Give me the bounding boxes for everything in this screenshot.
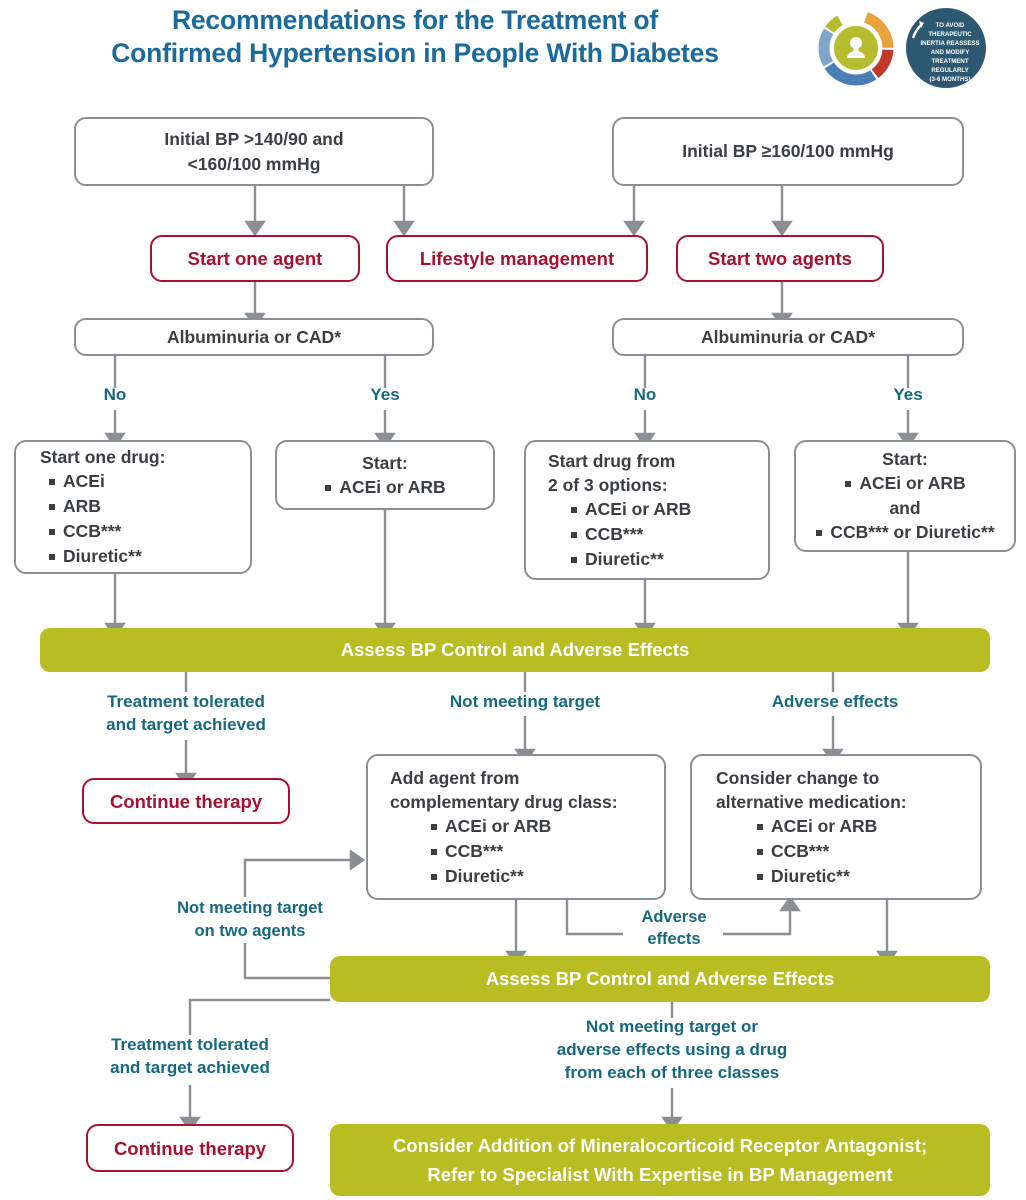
node-start-two-of-three[interactable]: Start drug from 2 of 3 options: ACEi or …	[524, 440, 770, 580]
node-albuminuria-right[interactable]: Albuminuria or CAD*	[612, 318, 964, 356]
start-two-of-three-list: ACEi or ARB CCB*** Diuretic**	[548, 497, 691, 572]
node-consider-change[interactable]: Consider change to alternative medicatio…	[690, 754, 982, 900]
consider-change-heading-1: Consider change to	[716, 767, 880, 788]
therapeutic-inertia-badge: TO AVOID THERAPEUTIC INERTIA REASSESS AN…	[818, 4, 1018, 92]
node-start-combo[interactable]: Start: ACEi or ARB and CCB*** or Diureti…	[794, 440, 1016, 552]
edge-label-no-right: No	[633, 385, 657, 404]
list-item: CCB***	[48, 519, 142, 544]
initial-bp-high-line-1: Initial BP ≥160/100 mmHg	[682, 141, 894, 161]
node-lifestyle-management[interactable]: Lifestyle management	[386, 235, 648, 282]
node-albuminuria-left[interactable]: Albuminuria or CAD*	[74, 318, 434, 356]
start-one-agent-label: Start one agent	[187, 248, 323, 269]
initial-bp-low-line-1: Initial BP >140/90 and	[164, 128, 344, 149]
continue-therapy-1-label: Continue therapy	[109, 790, 263, 812]
final-recommendation-line-2: Refer to Specialist With Expertise in BP…	[427, 1164, 893, 1185]
edge-label-not-meeting-three-classes: Not meeting target or adverse effects us…	[556, 1017, 788, 1082]
page-title: Recommendations for the Treatment of Con…	[0, 4, 830, 70]
start-acei-arb-heading: Start:	[362, 452, 408, 473]
initial-bp-low-line-2: <160/100 mmHg	[187, 153, 321, 174]
consider-change-heading-2: alternative medication:	[716, 791, 907, 812]
node-add-agent[interactable]: Add agent from complementary drug class:…	[366, 754, 666, 900]
start-acei-arb-list: ACEi or ARB	[324, 475, 446, 500]
edge-label-no-left: No	[103, 385, 127, 404]
start-combo-connector: and	[889, 498, 921, 518]
list-item: Diuretic**	[570, 547, 691, 572]
start-two-of-three-heading-1: Start drug from	[548, 450, 676, 471]
svg-text:TREATMENT: TREATMENT	[931, 58, 968, 65]
node-assess-bar-1[interactable]: Assess BP Control and Adverse Effects	[40, 628, 990, 672]
svg-text:(3-6 MONTHS): (3-6 MONTHS)	[930, 76, 971, 83]
start-two-of-three-heading-2: 2 of 3 options:	[548, 474, 668, 495]
node-initial-bp-low[interactable]: Initial BP >140/90 and <160/100 mmHg	[74, 117, 434, 186]
list-item: ACEi or ARB	[844, 471, 966, 496]
list-item: ACEi	[48, 469, 142, 494]
list-item: CCB***	[570, 522, 691, 547]
start-combo-list-2: CCB*** or Diuretic**	[815, 520, 995, 545]
svg-text:INERTIA REASSESS: INERTIA REASSESS	[920, 40, 979, 47]
start-one-drug-heading: Start one drug:	[40, 447, 166, 467]
final-recommendation-line-1: Consider Addition of Mineralocorticoid R…	[392, 1135, 928, 1156]
list-item: ACEi or ARB	[570, 497, 691, 522]
assess-bar-1-label: Assess BP Control and Adverse Effects	[340, 639, 690, 660]
svg-text:AND MODIFY: AND MODIFY	[931, 49, 970, 56]
add-agent-list: ACEi or ARB CCB*** Diuretic**	[390, 814, 551, 889]
list-item: ACEi or ARB	[324, 475, 446, 500]
list-item: Diuretic**	[756, 864, 877, 889]
node-assess-bar-2[interactable]: Assess BP Control and Adverse Effects	[330, 956, 990, 1002]
consider-change-list: ACEi or ARB CCB*** Diuretic**	[716, 814, 877, 889]
assess-bar-2-label: Assess BP Control and Adverse Effects	[485, 968, 835, 989]
svg-text:THERAPEUTIC: THERAPEUTIC	[928, 31, 972, 38]
list-item: ACEi or ARB	[756, 814, 877, 839]
edge-label-treatment-tolerated-1: Treatment tolerated and target achieved	[106, 692, 266, 734]
node-start-two-agents[interactable]: Start two agents	[676, 235, 884, 282]
node-start-one-drug[interactable]: Start one drug: ACEi ARB CCB*** Diuretic…	[14, 440, 252, 574]
add-agent-heading-1: Add agent from	[390, 767, 520, 788]
list-item: CCB*** or Diuretic**	[815, 520, 995, 545]
list-item: CCB***	[430, 839, 551, 864]
edge-label-not-meeting-two-agents: Not meeting target on two agents	[140, 897, 360, 943]
add-agent-heading-2: complementary drug class:	[390, 791, 618, 812]
page-title-line-1: Recommendations for the Treatment of	[171, 5, 659, 35]
start-combo-heading: Start:	[882, 449, 928, 469]
albuminuria-left-label: Albuminuria or CAD*	[166, 327, 342, 347]
node-start-acei-arb[interactable]: Start: ACEi or ARB	[275, 440, 495, 510]
edge-label-treatment-tolerated-2: Treatment tolerated and target achieved	[110, 1035, 270, 1077]
edge-label-yes-left: Yes	[370, 385, 400, 404]
albuminuria-right-label: Albuminuria or CAD*	[700, 327, 876, 347]
svg-text:TO AVOID: TO AVOID	[936, 22, 965, 29]
page-title-line-2: Confirmed Hypertension in People With Di…	[111, 38, 719, 68]
node-continue-therapy-1[interactable]: Continue therapy	[82, 778, 290, 824]
svg-text:REGULARLY: REGULARLY	[931, 67, 968, 74]
edge-label-adverse-effects: Adverse effects	[771, 692, 899, 711]
list-item: CCB***	[756, 839, 877, 864]
node-initial-bp-high[interactable]: Initial BP ≥160/100 mmHg	[612, 117, 964, 186]
edge-label-not-meeting-target: Not meeting target	[449, 692, 601, 711]
continue-therapy-2-label: Continue therapy	[113, 1137, 267, 1159]
list-item: ARB	[48, 494, 142, 519]
node-continue-therapy-2[interactable]: Continue therapy	[86, 1124, 294, 1172]
start-combo-list-1: ACEi or ARB	[844, 471, 966, 496]
lifestyle-management-label: Lifestyle management	[419, 248, 615, 269]
start-one-drug-list: ACEi ARB CCB*** Diuretic**	[40, 469, 142, 569]
list-item: Diuretic**	[430, 864, 551, 889]
edge-label-adverse-effects-loop: Adverse effects	[626, 906, 722, 950]
node-start-one-agent[interactable]: Start one agent	[150, 235, 360, 282]
start-two-agents-label: Start two agents	[708, 248, 852, 269]
list-item: ACEi or ARB	[430, 814, 551, 839]
list-item: Diuretic**	[48, 544, 142, 569]
node-final-recommendation[interactable]: Consider Addition of Mineralocorticoid R…	[330, 1124, 990, 1196]
edge-label-yes-right: Yes	[893, 385, 923, 404]
